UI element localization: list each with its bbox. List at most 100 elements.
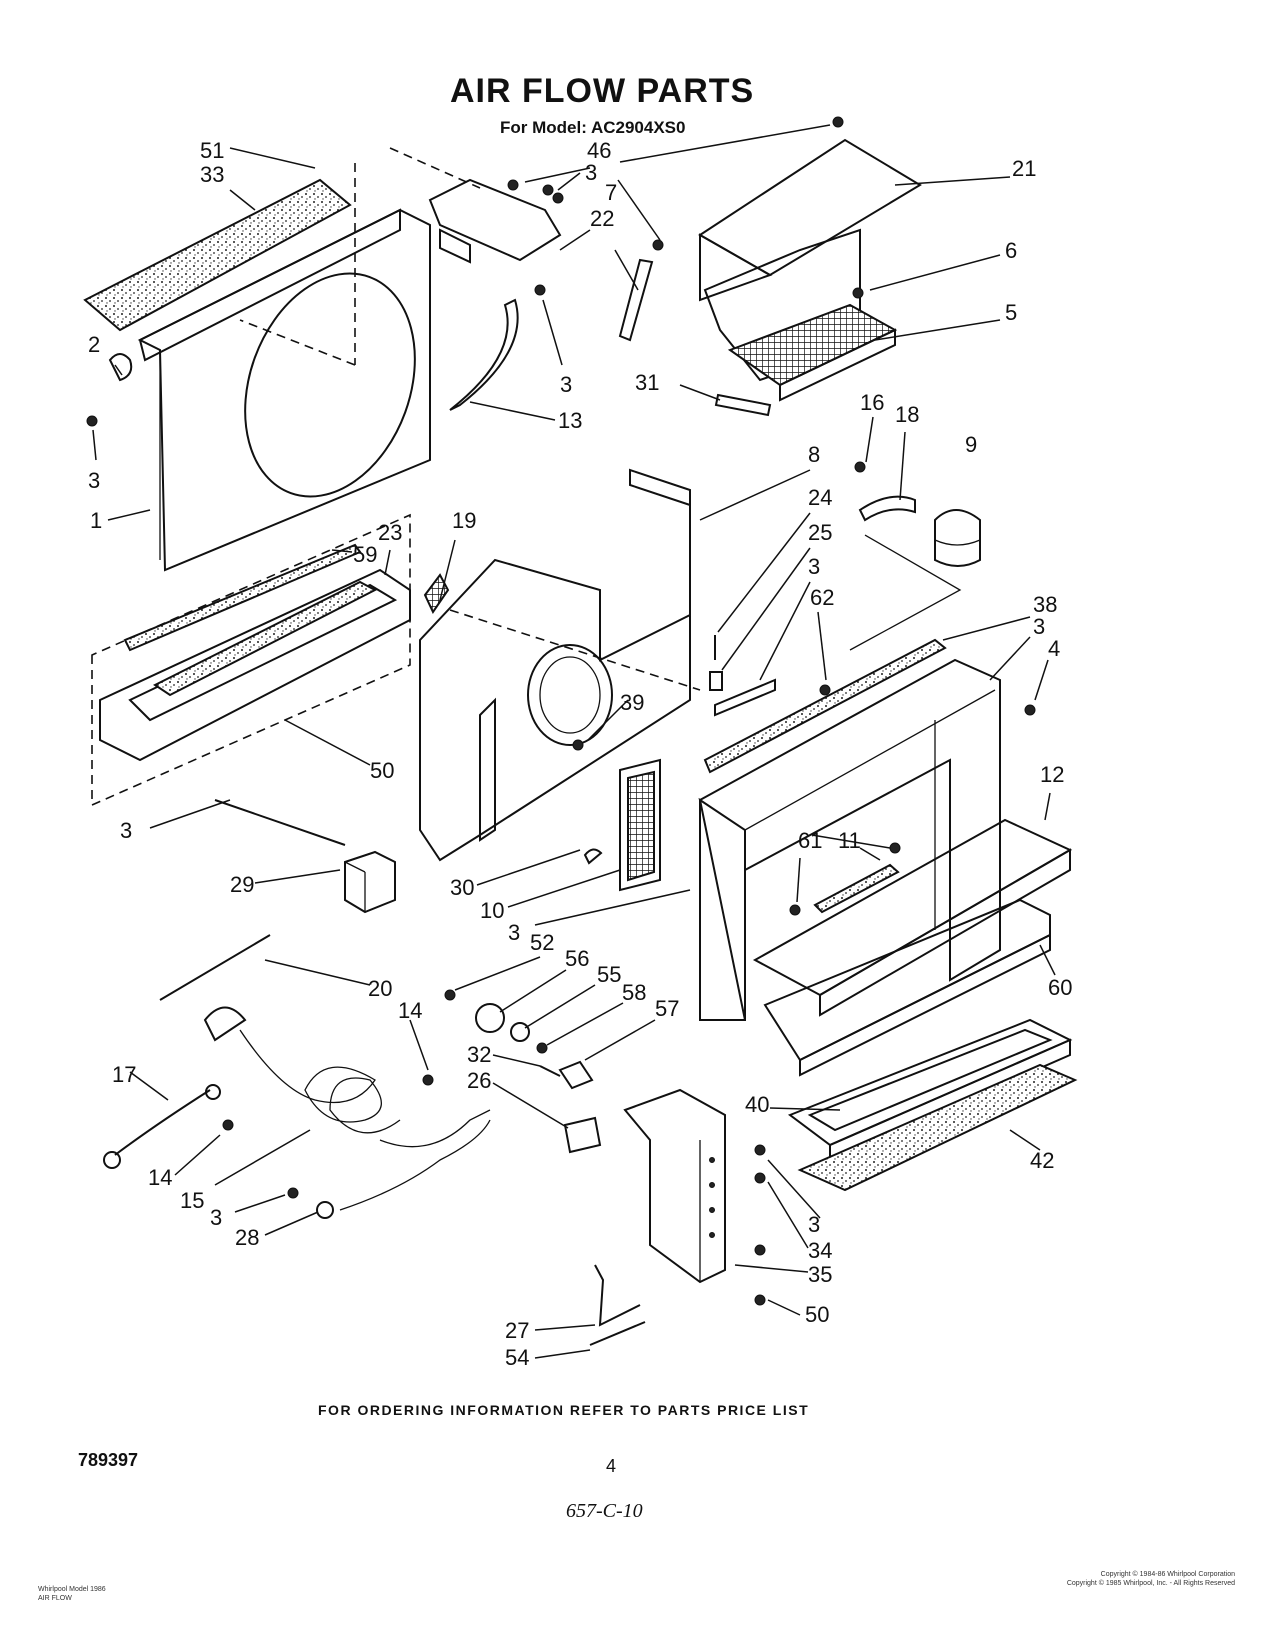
front-housing-part-1 <box>137 208 431 572</box>
callout-20: 20 <box>368 976 392 1001</box>
fine-print-left: Whirlpool Model 1986 AIR FLOW <box>38 1585 106 1603</box>
handwritten-note: 657-C-10 <box>566 1500 643 1522</box>
rod-part-12 <box>214 799 346 846</box>
callout-4: 50 <box>370 758 394 783</box>
power-cord-part-15 <box>203 1006 491 1211</box>
strip-part-62 <box>703 638 947 774</box>
switch-part-26 <box>563 1116 602 1154</box>
clip-part-2 <box>86 353 133 427</box>
strip-part-31 <box>714 393 772 417</box>
callout-7: 7 <box>605 180 617 205</box>
callout-16: 18 <box>895 402 919 427</box>
callout-40: 40 <box>745 1092 769 1117</box>
callout-32: 32 <box>467 1042 491 1067</box>
callout-3: 16 <box>860 390 884 415</box>
callout-3: 3 <box>88 468 100 493</box>
callout-8: 19 <box>452 508 476 533</box>
model-line: For Model: AC2904XS0 <box>500 118 686 137</box>
callout-51: 51 <box>200 138 224 163</box>
callout-3: 3 <box>560 372 572 397</box>
rod-part-20 <box>159 934 271 1001</box>
strip-part-61 <box>813 863 900 914</box>
callout-25: 3 <box>808 554 820 579</box>
capacitor-part-11 <box>344 850 396 914</box>
frame-part-40 <box>787 1018 1073 1162</box>
callout-3: 3 <box>210 1205 222 1230</box>
callout-17: 17 <box>112 1062 136 1087</box>
callout-14: 14 <box>148 1165 172 1190</box>
bulkhead-part-9 <box>419 468 701 862</box>
nut-part-58 <box>536 1042 548 1054</box>
callout-11: 29 <box>230 872 254 897</box>
ground-wire-part-17 <box>103 1084 221 1169</box>
knob-part-55 <box>510 1022 530 1042</box>
screw-part-3-low <box>287 1187 299 1199</box>
callout-13: 13 <box>558 408 582 433</box>
washer-part-28 <box>316 1201 334 1219</box>
document-number: 789397 <box>78 1450 139 1470</box>
callout-14: 14 <box>398 998 422 1023</box>
callout-42: 42 <box>1030 1148 1054 1173</box>
mesh-part-8 <box>423 573 450 615</box>
callout-31: 31 <box>635 370 659 395</box>
callout-18: 9 <box>965 432 977 457</box>
callout-26: 26 <box>467 1068 491 1093</box>
callout-22: 22 <box>590 206 614 231</box>
callout-21: 21 <box>1012 156 1036 181</box>
grille-part-30 <box>619 758 661 892</box>
relay-part-18 <box>934 509 981 567</box>
callout-12: 3 <box>120 818 132 843</box>
shaft-part-57 <box>558 1060 594 1090</box>
callout-15: 15 <box>180 1188 204 1213</box>
leader-lines <box>92 124 1056 1359</box>
cabinet-part-38 <box>698 658 1001 1021</box>
spacer-part-24 <box>709 671 723 691</box>
callout-50: 39 <box>620 690 644 715</box>
pin-part-32 <box>539 1065 561 1077</box>
callout-29: 30 <box>450 875 474 900</box>
callout-1: 1 <box>90 508 102 533</box>
screw-part-14b <box>422 1074 434 1086</box>
tray-part-39 <box>752 818 1073 1017</box>
filter-part-33 <box>83 178 352 332</box>
fine-print-right-line: Copyright © 1985 Whirlpool, Inc. - All R… <box>1066 1580 1235 1587</box>
callout-27: 27 <box>505 1318 529 1343</box>
tray-part-60 <box>763 898 1051 1077</box>
tube-part-54 <box>589 1321 646 1346</box>
filter-part-42 <box>797 1063 1078 1192</box>
callout-50: 50 <box>805 1302 829 1327</box>
callout-54: 54 <box>505 1345 529 1370</box>
callout-3: 61 <box>798 828 822 853</box>
strip-part-22 <box>618 258 654 342</box>
callout-46: 46 <box>587 138 611 163</box>
callout-24: 25 <box>808 520 832 545</box>
callout-62: 38 <box>1033 592 1057 617</box>
callout-35: 35 <box>808 1262 832 1287</box>
callout-38: 3 <box>1033 614 1045 639</box>
callout-6: 6 <box>1005 238 1017 263</box>
callout-10: 3 <box>508 920 520 945</box>
callout-3: 3 <box>808 1212 820 1237</box>
callout-labels: 51 33 46 3 7 22 21 6 5 2 3 13 31 1 3 16 … <box>88 138 1072 1370</box>
callout-58: 58 <box>622 980 646 1005</box>
baffle-part-13 <box>449 298 519 411</box>
callout-28: 28 <box>235 1225 259 1250</box>
callout-57: 57 <box>655 996 679 1021</box>
clip-part-29 <box>583 848 603 865</box>
callout-55: 55 <box>597 962 621 987</box>
callout-59: 23 <box>378 520 402 545</box>
strap-part-16 <box>858 495 916 522</box>
knob-part-56 <box>475 1003 505 1033</box>
callout-61: 11 <box>838 828 861 853</box>
fine-print-left-line: AIR FLOW <box>38 1595 72 1602</box>
callout-3: 62 <box>810 585 834 610</box>
callout-23: 24 <box>808 485 832 510</box>
bracket-part-25 <box>714 678 776 717</box>
callout-33: 33 <box>200 162 224 187</box>
callout-5: 5 <box>1005 300 1017 325</box>
callout-56: 56 <box>565 946 589 971</box>
bracket-part-46 <box>428 178 564 264</box>
callout-9: 8 <box>808 442 820 467</box>
grid-part-5 <box>727 303 898 402</box>
callout-3: 3 <box>585 160 597 185</box>
